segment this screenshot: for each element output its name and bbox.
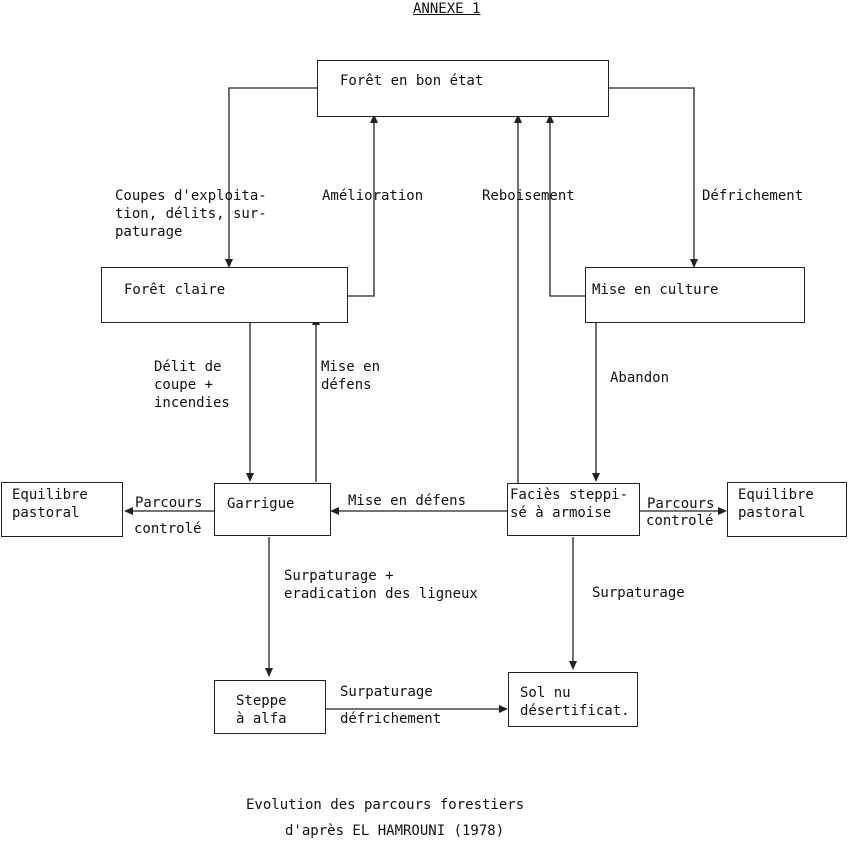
arrowhead-foret-bon-etat-in-2 bbox=[514, 114, 522, 123]
arrowhead-equilibre-droite-in bbox=[718, 507, 727, 515]
edge-label-abandon: Abandon bbox=[610, 370, 670, 386]
node-foret-claire: Forêt claire bbox=[101, 267, 348, 323]
edge-label-controle-right: controlé bbox=[646, 513, 714, 529]
edge-label-mise-en-defens-2: Mise en défens bbox=[348, 493, 467, 509]
edge-amelioration bbox=[347, 118, 375, 297]
edge-culture-to-foret bbox=[549, 118, 586, 297]
edge-label-surpaturage-2: Surpaturage bbox=[340, 684, 433, 700]
node-sol-nu: Sol nu désertificat. bbox=[508, 672, 638, 727]
arrowhead-garrigue-in-2 bbox=[330, 507, 339, 515]
edge-label-surpaturage-eradication: Surpaturage + eradication des ligneux bbox=[284, 568, 478, 602]
edge-label-coupes: Coupes d'exploita- tion, délits, sur- pa… bbox=[115, 188, 267, 240]
edge-label-reboisement: Reboisement bbox=[482, 188, 575, 204]
arrowhead-equilibre-gauche-in bbox=[124, 507, 133, 515]
edge-defrichement bbox=[608, 87, 695, 266]
arrowhead-mise-en-culture-in bbox=[690, 259, 698, 268]
arrowhead-steppe-in bbox=[265, 668, 273, 677]
arrowhead-garrigue-in bbox=[246, 473, 254, 482]
node-steppe-alfa: Steppe à alfa bbox=[214, 680, 326, 734]
node-foret-bon-etat: Forêt en bon état bbox=[317, 60, 609, 117]
edge-coupes bbox=[228, 87, 318, 266]
arrowhead-foret-bon-etat-in-3 bbox=[546, 114, 554, 123]
node-label: Steppe à alfa bbox=[236, 693, 287, 727]
node-label: Equilibre pastoral bbox=[738, 487, 814, 521]
node-mise-en-culture: Mise en culture bbox=[585, 267, 805, 323]
edge-label-parcours-left: Parcours bbox=[135, 495, 203, 511]
arrowhead-foret-claire-in bbox=[225, 259, 233, 268]
edge-label-parcours-right: Parcours bbox=[647, 496, 715, 512]
edge-label-controle-left: controlé bbox=[134, 521, 202, 537]
node-equilibre-pastoral-right: Equilibre pastoral bbox=[727, 482, 847, 537]
node-label: Faciès steppi- sé à armoise bbox=[510, 487, 629, 521]
edge-label-surpaturage: Surpaturage bbox=[592, 585, 685, 601]
edge-label-defrichement-2: défrichement bbox=[340, 711, 442, 727]
node-label: Equilibre pastoral bbox=[12, 487, 88, 521]
arrowhead-sol-nu-in-1 bbox=[569, 661, 577, 670]
page-heading: ANNEXE 1 bbox=[413, 1, 481, 17]
arrowhead-sol-nu-in-2 bbox=[499, 705, 508, 713]
caption-line-2: d'après EL HAMROUNI (1978) bbox=[285, 823, 505, 839]
arrowhead-facies-in bbox=[592, 473, 600, 482]
caption-line-1: Evolution des parcours forestiers bbox=[246, 797, 525, 813]
node-label: Mise en culture bbox=[592, 282, 719, 298]
node-label: Forêt claire bbox=[124, 282, 226, 298]
edge-label-mise-en-defens-1: Mise en défens bbox=[321, 359, 381, 393]
node-label: Garrigue bbox=[227, 496, 295, 512]
edge-label-amelioration: Amélioration bbox=[322, 188, 424, 204]
node-garrigue: Garrigue bbox=[214, 483, 331, 536]
node-label: Forêt en bon état bbox=[340, 73, 484, 89]
edge-label-defrichement: Défrichement bbox=[702, 188, 804, 204]
node-facies-steppise: Faciès steppi- sé à armoise bbox=[507, 483, 640, 536]
arrowhead-foret-bon-etat-in-1 bbox=[370, 114, 378, 123]
node-label: Sol nu désertificat. bbox=[520, 685, 630, 719]
node-equilibre-pastoral-left: Equilibre pastoral bbox=[1, 482, 123, 537]
edge-label-delit-coupe: Délit de coupe + incendies bbox=[154, 359, 230, 411]
